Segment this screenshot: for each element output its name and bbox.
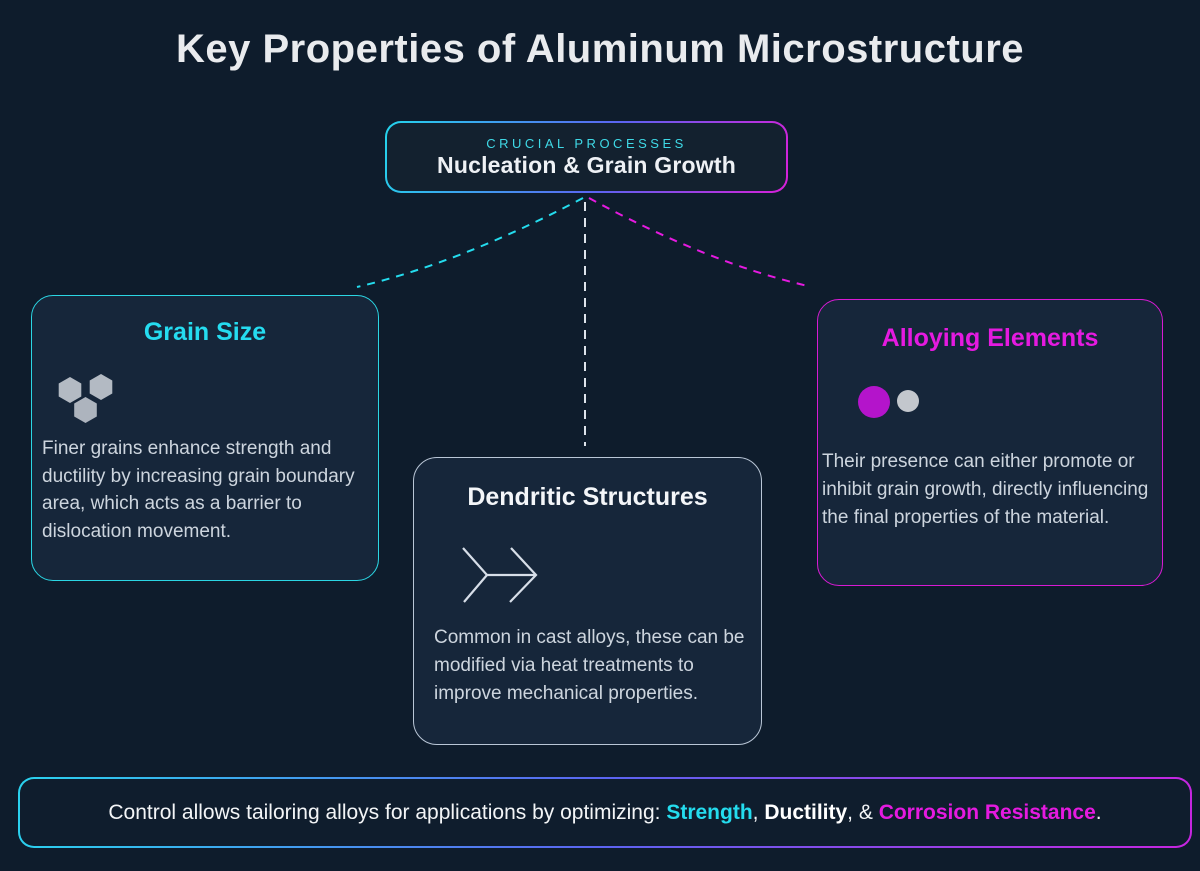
footer-text-segment: Control allows tailoring alloys for appl… — [108, 800, 667, 824]
dendritic-description: Common in cast alloys, these can be modi… — [434, 627, 745, 704]
connector-to-grain-size — [356, 197, 584, 288]
card-dendritic-structures: Dendritic Structures Common in cast allo… — [413, 457, 762, 745]
footer-text-segment: Strength — [666, 800, 753, 824]
central-node-label: Nucleation & Grain Growth — [437, 151, 736, 178]
central-node: CRUCIAL PROCESSES Nucleation & Grain Gro… — [385, 121, 788, 193]
right-chevron — [509, 547, 538, 603]
hexagon-shape — [58, 377, 82, 403]
two-circles-icon — [858, 386, 919, 418]
dendritic-title: Dendritic Structures — [467, 483, 708, 511]
left-chevron — [462, 547, 489, 603]
alloying-title: Alloying Elements — [881, 324, 1099, 352]
grain-size-description: Finer grains enhance strength and ductil… — [42, 438, 355, 542]
footer-text-segment: , — [752, 800, 765, 824]
purple-circle — [858, 386, 890, 418]
footer-text-segment: Corrosion Resistance — [878, 800, 1096, 824]
hexagon-shape — [74, 397, 97, 423]
hexagons-icon — [58, 374, 113, 423]
page-title: Key Properties of Aluminum Microstructur… — [175, 27, 1025, 71]
hexagon-shape — [89, 374, 113, 400]
grain-size-title: Grain Size — [143, 318, 267, 346]
footer-text: Control allows tailoring alloys for appl… — [20, 779, 1190, 846]
footer-text-segment: . — [1095, 800, 1102, 824]
footer-text-segment: Ductility — [764, 800, 848, 824]
central-node-eyebrow: CRUCIAL PROCESSES — [486, 135, 687, 151]
footer-banner: Control allows tailoring alloys for appl… — [18, 777, 1192, 848]
branch-arrow-icon — [462, 547, 538, 603]
connector-to-alloying — [588, 197, 809, 287]
gray-circle — [897, 390, 919, 412]
card-alloying-elements: Alloying Elements Their presence can eit… — [817, 299, 1163, 586]
footer-text-segment: , & — [847, 800, 879, 824]
central-node-body: CRUCIAL PROCESSES Nucleation & Grain Gro… — [387, 123, 786, 191]
card-grain-size: Grain Size Finer grains enhance strength… — [31, 295, 379, 581]
alloying-description: Their presence can either promote or inh… — [822, 451, 1149, 528]
